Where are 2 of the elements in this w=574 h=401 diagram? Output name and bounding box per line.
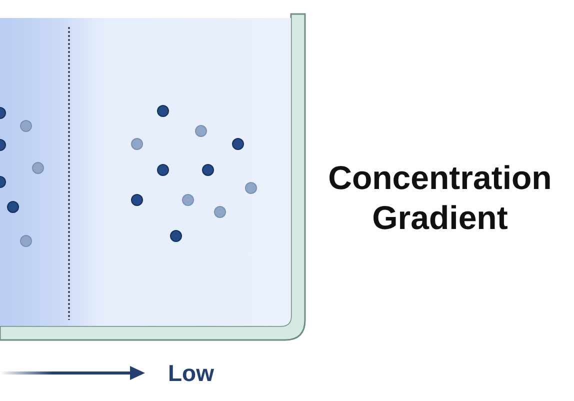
title: Concentration Gradient xyxy=(327,158,553,238)
gradient-label: Low xyxy=(168,360,214,387)
